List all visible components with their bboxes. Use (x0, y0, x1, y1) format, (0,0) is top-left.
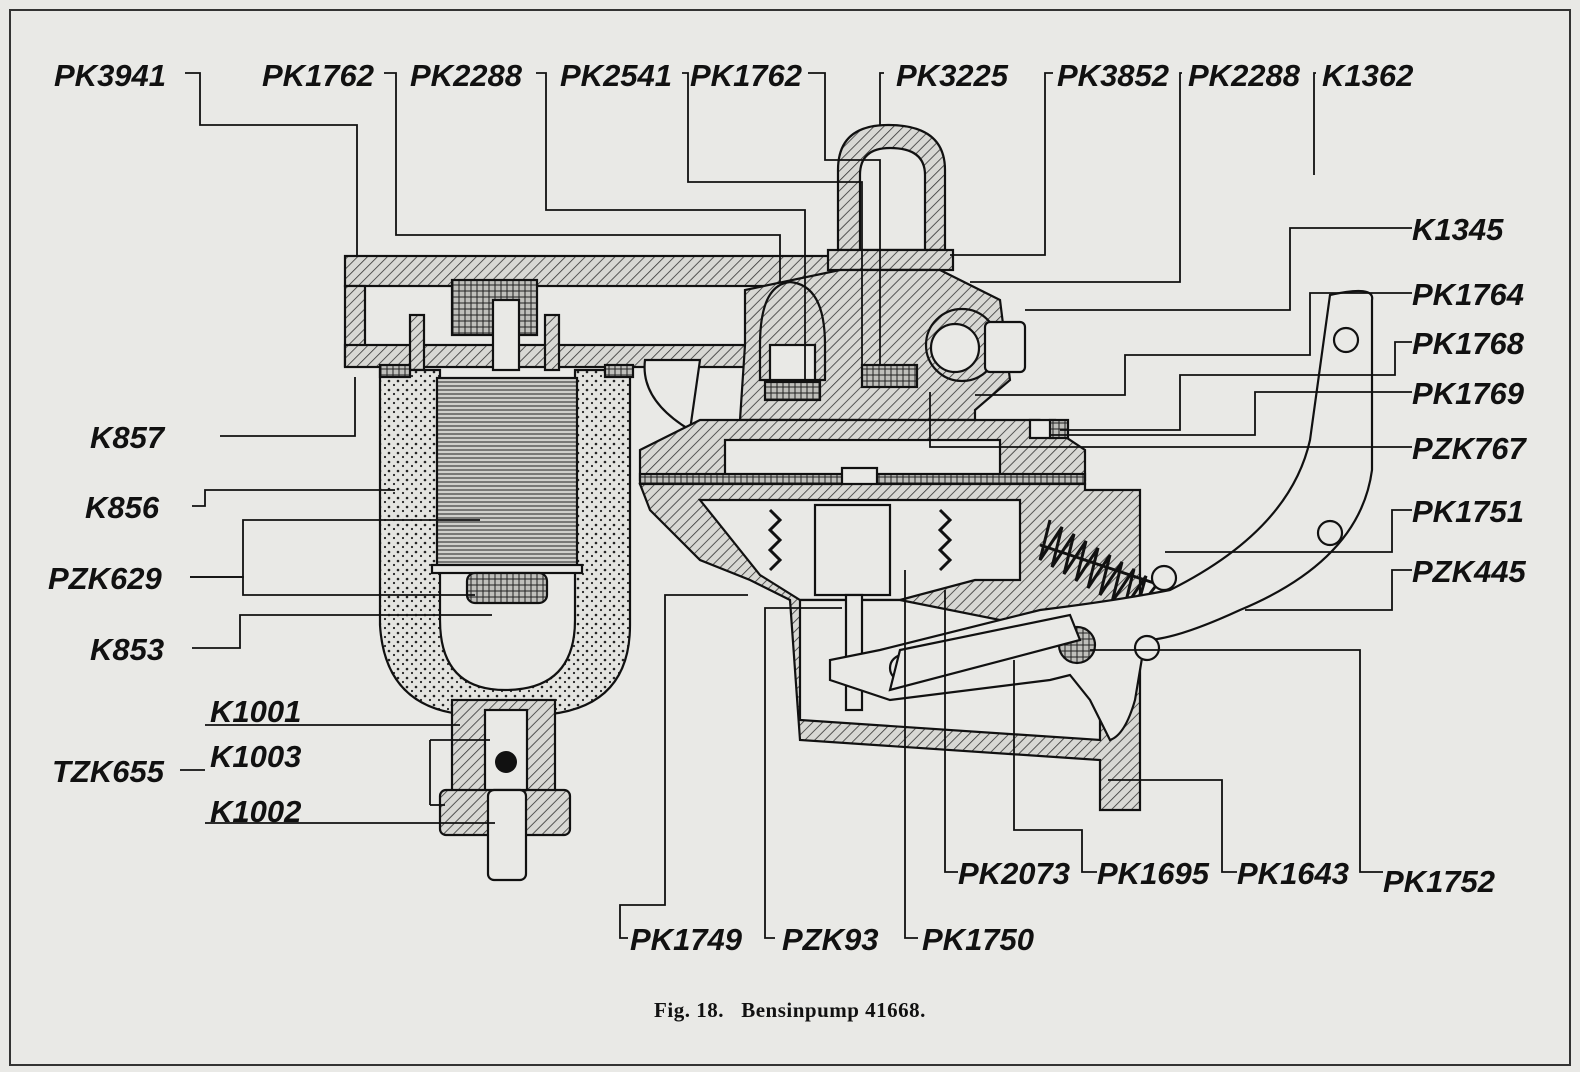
filter-nut (465, 571, 549, 605)
side-rib (643, 358, 702, 432)
figure-caption: Fig. 18. Bensinpump 41668. (654, 998, 926, 1022)
drain-stem (486, 788, 528, 882)
label-pzk445: PZK445 (1412, 554, 1526, 589)
label-pk1751: PK1751 (1412, 494, 1524, 529)
outlet-base (826, 248, 955, 272)
page-border (9, 9, 1571, 1066)
label-k857: K857 (90, 420, 166, 455)
drain-ball (495, 751, 517, 773)
label-k1003: K1003 (210, 739, 301, 774)
label-pk1769: PK1769 (1412, 376, 1525, 411)
label-pk2288-left: PK2288 (410, 58, 523, 93)
label-pzk629: PZK629 (48, 561, 162, 596)
inlet-valve (763, 380, 822, 402)
glass-bowl (378, 368, 632, 717)
label-pk3852: PK3852 (1057, 58, 1169, 93)
label-pk1750: PK1750 (922, 922, 1034, 957)
label-k1362: K1362 (1322, 58, 1413, 93)
label-pk2073: PK2073 (958, 856, 1070, 891)
rocker-hole-pin (1133, 634, 1161, 662)
label-pk3225: PK3225 (896, 58, 1009, 93)
link-lever (888, 613, 1082, 692)
inlet-channel (343, 254, 842, 288)
outlet-dome-inner (858, 146, 927, 252)
label-k856: K856 (85, 490, 160, 525)
label-pk1695: PK1695 (1097, 856, 1210, 891)
label-k1002: K1002 (210, 794, 301, 829)
label-pk1752: PK1752 (1383, 864, 1495, 899)
spring-left (767, 508, 783, 572)
rocker-hole-top (1332, 326, 1360, 354)
spring-right (937, 508, 953, 572)
pump-cross-section (343, 123, 1374, 882)
filter-bolt (491, 298, 521, 372)
pull-rod (844, 593, 864, 712)
label-pk2288-right: PK2288 (1188, 58, 1301, 93)
label-k1001: K1001 (210, 694, 301, 729)
banjo-bolt (983, 320, 1027, 374)
label-tzk655: TZK655 (52, 754, 165, 789)
rocker-hole-mid (1316, 519, 1344, 547)
inlet-valve-bore (768, 343, 817, 382)
spring-anchor (1150, 564, 1178, 592)
return-spring-axis (1039, 543, 1161, 587)
label-pzk93: PZK93 (782, 922, 878, 957)
bowl-gasket-left (378, 363, 412, 379)
label-pzk767: PZK767 (1412, 431, 1527, 466)
label-pk1762-left: PK1762 (262, 58, 374, 93)
part-labels: PK3941 PK1762 PK2288 PK2541 PK1762 PK322… (48, 58, 1527, 957)
bowl-gasket-right (603, 363, 635, 379)
flange-screw-head (1048, 418, 1070, 440)
label-k1345: K1345 (1412, 212, 1504, 247)
label-pk1749: PK1749 (630, 922, 743, 957)
label-pk2541: PK2541 (560, 58, 672, 93)
label-pk1768: PK1768 (1412, 326, 1525, 361)
label-pk1762-right: PK1762 (690, 58, 802, 93)
outlet-valve (860, 363, 919, 389)
banjo-bore (929, 322, 981, 374)
filter-post-right (543, 313, 561, 372)
label-pk1643: PK1643 (1237, 856, 1349, 891)
label-pk3941: PK3941 (54, 58, 166, 93)
label-pk1764: PK1764 (1412, 277, 1524, 312)
leader-lines (180, 72, 1412, 939)
label-k853: K853 (90, 632, 164, 667)
filter-post-left (408, 313, 426, 372)
spring-retainer (813, 503, 892, 597)
filter-screen (435, 376, 579, 572)
filter-plate (430, 563, 584, 575)
